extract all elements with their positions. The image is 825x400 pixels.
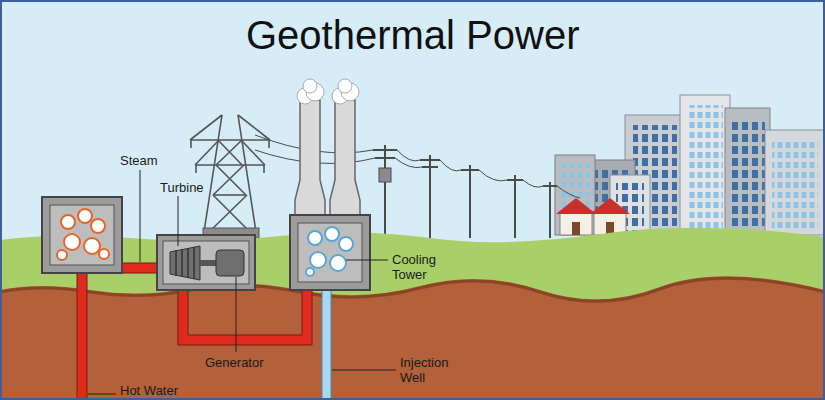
city bbox=[555, 95, 825, 235]
houses bbox=[556, 198, 630, 235]
transmission-tower bbox=[190, 115, 270, 232]
part-label: Hot Water bbox=[120, 383, 178, 398]
cooling-box bbox=[290, 215, 370, 290]
chimneys bbox=[295, 79, 360, 220]
part-label: Injection Well bbox=[400, 355, 460, 385]
part-label: Turbine bbox=[160, 180, 204, 195]
generator bbox=[216, 250, 244, 276]
turbine-box bbox=[157, 235, 255, 290]
leader-lines bbox=[88, 170, 396, 394]
diagram-title: Geothermal Power bbox=[246, 12, 579, 58]
part-label: Cooling Tower bbox=[392, 252, 452, 282]
part-label: Generator bbox=[205, 355, 264, 370]
grass bbox=[0, 228, 825, 400]
production-box bbox=[42, 197, 122, 273]
soil bbox=[0, 276, 825, 400]
part-label: Steam bbox=[120, 153, 158, 168]
